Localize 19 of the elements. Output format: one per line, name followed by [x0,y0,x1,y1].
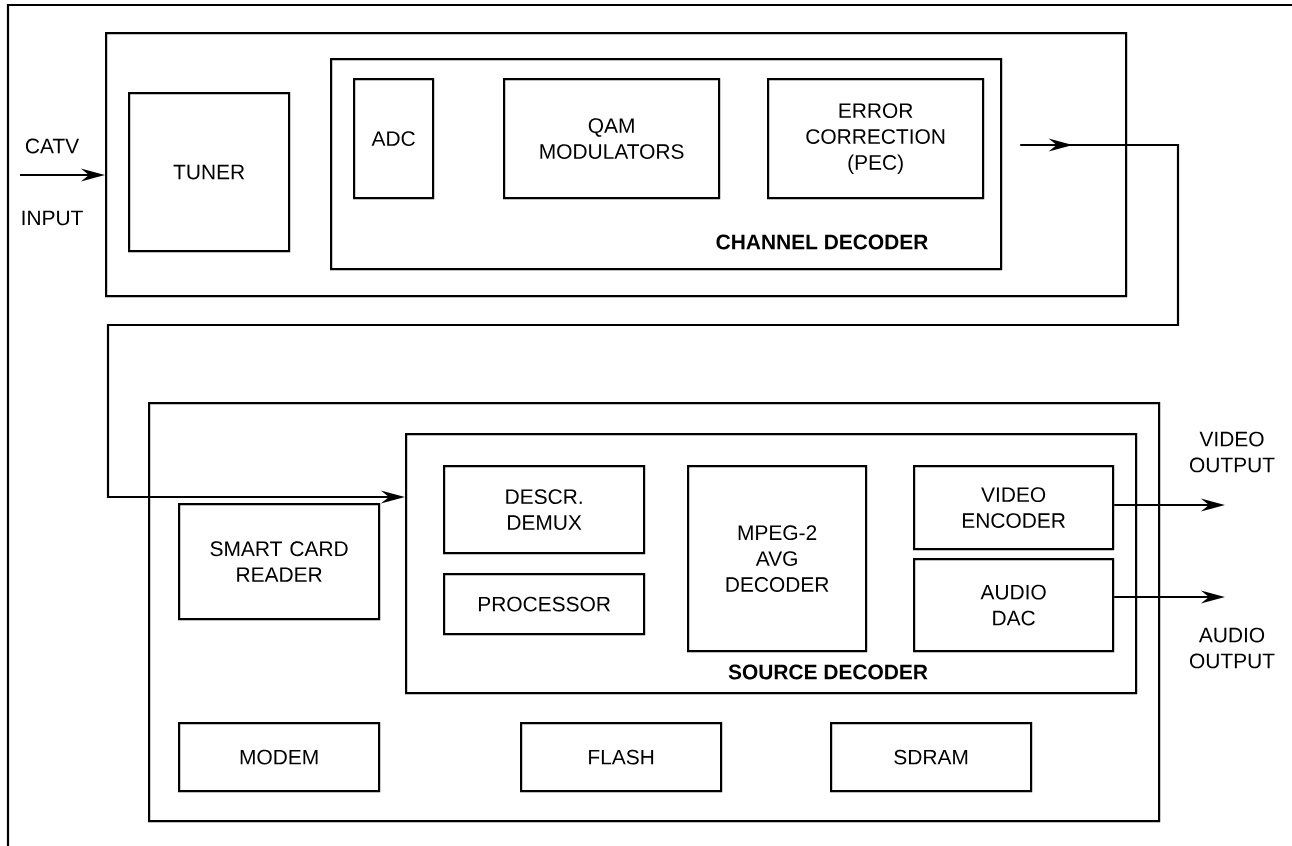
block-box: AUDIO DAC [913,558,1115,653]
block-box: DESCR. DEMUX [443,465,646,555]
block-box: QAM MODULATORS [503,78,721,200]
group-box [148,402,1161,823]
group-box [105,32,1128,298]
block-box: TUNER [128,92,291,253]
block-box: SDRAM [830,722,1033,793]
block-box: MPEG-2 AVG DECODER [687,465,868,653]
port-label: VIDEO OUTPUT [1190,431,1275,473]
block-box: PROCESSOR [443,573,646,636]
block-box: ERROR CORRECTION (PEC) [767,78,985,200]
block-box: ADC [353,78,435,200]
block-box: SMART CARD READER [178,503,381,621]
block-box: MODEM [178,722,381,793]
block-box: FLASH [520,722,723,793]
port-label: INPUT [22,210,83,226]
block-box: VIDEO ENCODER [913,465,1115,551]
port-label: CATV [25,138,80,154]
port-label: AUDIO OUTPUT [1190,627,1275,669]
